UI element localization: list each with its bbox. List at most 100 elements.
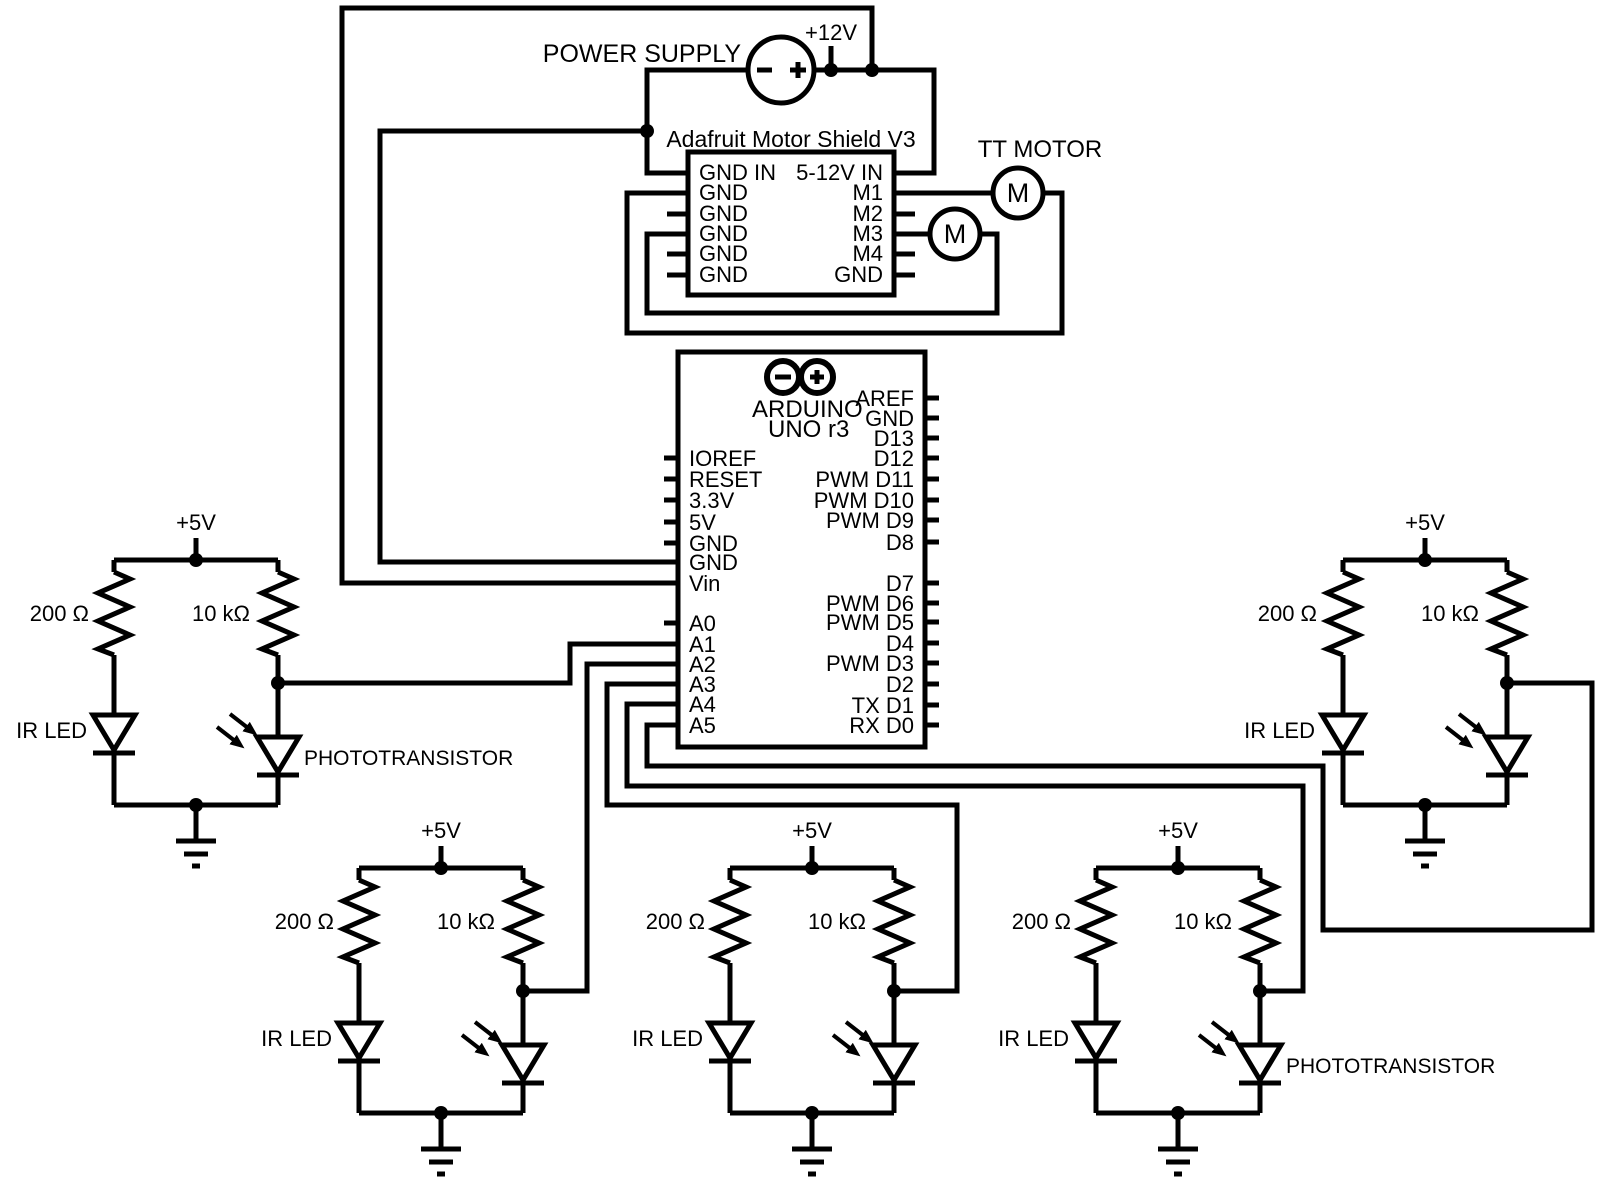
plus-5v-label: +5V	[1158, 818, 1198, 843]
ir-led-label: IR LED	[632, 1026, 703, 1051]
resistor-200-label: 200 Ω	[30, 601, 89, 626]
arduino-pin-d9: PWM D9	[826, 508, 914, 533]
wire-supply-minus-to-gnd-in	[644, 67, 748, 176]
ir-led-label: IR LED	[16, 718, 87, 743]
arduino-brand-label: ARDUINO	[752, 396, 863, 423]
arduino-pin-d2: D2	[886, 672, 914, 697]
motor-shield-body	[685, 149, 897, 298]
motor-1-symbol: M	[1007, 178, 1030, 208]
arduino-pin-ioref: IOREF	[689, 446, 756, 471]
sensor-circuit-graphic	[709, 846, 915, 1174]
resistor-200-label: 200 Ω	[646, 909, 705, 934]
wire-a3-to-bottom-sensor-2	[604, 681, 960, 994]
resistor-200-label: 200 Ω	[1258, 601, 1317, 626]
wire-a2-to-bottom-sensor-1	[523, 661, 678, 994]
arduino-pin-a5: A5	[689, 713, 716, 738]
motor-1-icon	[990, 165, 1046, 221]
sensor-bottom-2: +5V 200 Ω 10 kΩ IR LED	[632, 818, 915, 1174]
plus-5v-label: +5V	[1405, 510, 1445, 535]
arduino-pin-gnd-2: GND	[689, 550, 738, 575]
arduino-pin-a3: A3	[689, 672, 716, 697]
junction-dot	[824, 63, 838, 77]
shield-pin-m2: M2	[852, 201, 883, 226]
arduino-pin-a2: A2	[689, 652, 716, 677]
arduino-right-pin-stubs	[925, 395, 939, 728]
wiring	[278, 5, 1595, 994]
arduino-left-pin-stubs	[664, 455, 678, 626]
wire-a5-to-right-sensor	[644, 680, 1595, 933]
phototransistor-label: PHOTOTRANSISTOR	[304, 747, 513, 770]
resistor-10k-label: 10 kΩ	[437, 909, 495, 934]
shield-pin-gnd: GND	[699, 241, 748, 266]
plus-5v-label: +5V	[176, 510, 216, 535]
arduino-pin-d13: D13	[874, 426, 914, 451]
arduino-logo-icon	[764, 358, 836, 396]
arduino-pin-d8: D8	[886, 530, 914, 555]
arduino-pin-d6: PWM D6	[826, 591, 914, 616]
sensor-bottom-1: +5V 200 Ω 10 kΩ IR LED	[261, 818, 544, 1174]
ir-led-label: IR LED	[261, 1026, 332, 1051]
motor-shield-title: Adafruit Motor Shield V3	[666, 126, 915, 152]
wire-a1-to-left-sensor	[278, 641, 678, 686]
arduino-pin-d5: PWM D5	[826, 610, 914, 635]
arduino-pin-d1: TX D1	[852, 693, 914, 718]
tt-motor-label: TT MOTOR	[978, 136, 1102, 163]
arduino-pin-aref: AREF	[855, 386, 914, 411]
power-supply-label: POWER SUPPLY	[543, 40, 742, 68]
arduino-pin-d12: D12	[874, 446, 914, 471]
shield-pin-m4: M4	[852, 241, 883, 266]
sensor-bottom-3: +5V 200 Ω 10 kΩ IR LED PHOTOTRANSISTOR	[998, 818, 1495, 1174]
arduino-body	[675, 349, 928, 750]
arduino-pin-5v: 5V	[689, 510, 716, 535]
arduino-pin-gnd-r: GND	[865, 406, 914, 431]
shield-pin-gnd: GND	[699, 221, 748, 246]
arduino-pin-d3: PWM D3	[826, 651, 914, 676]
plus-terminal-icon	[790, 62, 806, 78]
plus-5v-label: +5V	[792, 818, 832, 843]
wire-12v-to-arduino-vin	[339, 5, 875, 586]
wire-a4-to-bottom-sensor-3	[624, 701, 1306, 994]
sensor-circuit-graphic	[338, 846, 544, 1174]
plus-12v-label: +12V	[805, 20, 857, 45]
phototransistor-label: PHOTOTRANSISTOR	[1286, 1055, 1495, 1078]
arduino-pin-d7: D7	[886, 571, 914, 596]
sensor-right: +5V 200 Ω 10 kΩ IR LED	[1244, 510, 1528, 866]
resistor-10k-label: 10 kΩ	[1421, 601, 1479, 626]
sensor-left: +5V 200 Ω 10 kΩ IR LED PHOTOTRANSISTOR	[16, 510, 513, 866]
arduino-pin-d4: D4	[886, 631, 914, 656]
resistor-10k-label: 10 kΩ	[1174, 909, 1232, 934]
shield-pin-gnd: GND	[699, 262, 748, 287]
sensor-circuit-graphic	[1075, 846, 1281, 1174]
arduino-pin-a1: A1	[689, 632, 716, 657]
arduino-uno: ARDUINO UNO r3 IOREF RESET 3.3V 5V GND G…	[664, 349, 939, 750]
motor-2-symbol: M	[944, 219, 967, 249]
power-supply-source-icon	[745, 34, 817, 106]
shield-pin-gnd-right: GND	[834, 262, 883, 287]
junction-dot	[865, 63, 879, 77]
shield-pin-gnd-in: GND IN	[699, 160, 776, 185]
resistor-10k-label: 10 kΩ	[808, 909, 866, 934]
arduino-pin-vin: Vin	[689, 571, 720, 596]
shield-pin-m3: M3	[852, 221, 883, 246]
arduino-pin-a0: A0	[689, 611, 716, 636]
power-supply: POWER SUPPLY +12V	[543, 20, 879, 138]
resistor-200-label: 200 Ω	[1012, 909, 1071, 934]
motor-shield: Adafruit Motor Shield V3 GND IN GND GND …	[666, 126, 916, 298]
shield-pin-gnd: GND	[699, 180, 748, 205]
sensor-circuit-graphic	[1322, 538, 1528, 866]
arduino-pin-a4: A4	[689, 692, 716, 717]
wire-motor1-return-loop	[624, 190, 1065, 336]
shield-pin-m1: M1	[852, 180, 883, 205]
resistor-10k-label: 10 kΩ	[192, 601, 250, 626]
wire-arduino-gnd-to-supply	[377, 128, 678, 565]
tt-motors: TT MOTOR M M	[927, 136, 1102, 262]
shield-right-pin-stubs	[894, 211, 915, 278]
arduino-pin-gnd-1: GND	[689, 531, 738, 556]
ir-led-label: IR LED	[1244, 718, 1315, 743]
junction-dot	[640, 124, 654, 138]
arduino-pin-d10: PWM D10	[814, 488, 914, 513]
resistor-200-label: 200 Ω	[275, 909, 334, 934]
arduino-pin-d11: PWM D11	[815, 467, 914, 492]
